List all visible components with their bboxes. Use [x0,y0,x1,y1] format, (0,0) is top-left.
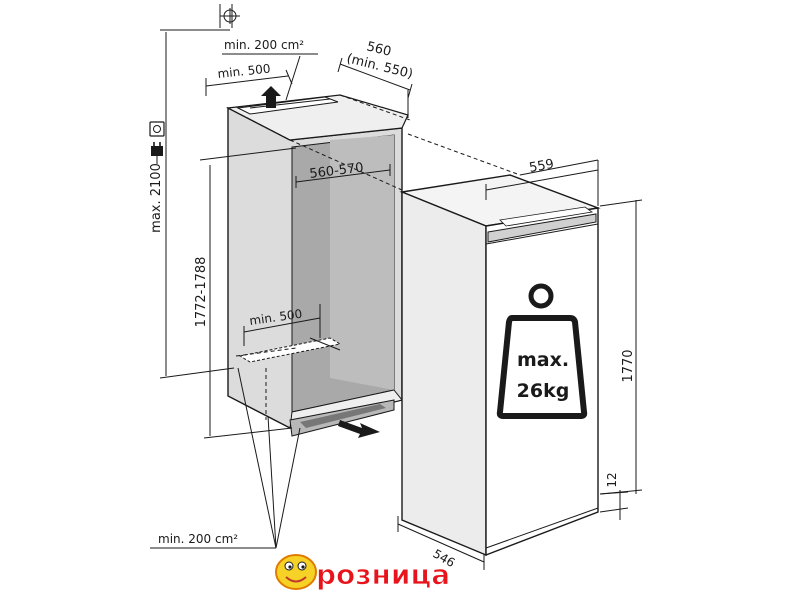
socket-icon [149,121,165,137]
niche-height-label: 1772-1788 [194,257,209,328]
arrow-up-icon [261,86,281,108]
weight-icon: max. 26kg [496,283,588,419]
dim-top-vent-depth: min. 500 [205,62,293,96]
plumb-icon [219,4,240,28]
bottom-vent-area-label: min. 200 cm² [158,532,238,546]
weight-value-label: 26kg [517,380,570,402]
dim-top-vent-area: min. 200 cm² [222,38,318,101]
max-height-label: max. 2100 [149,163,164,233]
plug-icon [151,142,163,164]
weight-max-label: max. [517,349,569,371]
appliance-width-label: 559 [528,157,555,176]
brand-logo: розница [275,554,451,592]
niche-depth-label: 560 [365,39,393,60]
plinth-gap-label: 12 [605,472,619,487]
niche-cabinet [225,86,409,438]
top-vent-depth-label: min. 500 [217,62,271,81]
appliance-height-label: 1770 [621,349,636,382]
top-vent-area-label: min. 200 cm² [224,38,304,52]
dim-niche-height: 1772-1788 [194,147,297,439]
brand-logo-text: розница [316,558,450,591]
niche-width-label: 560-570 [309,160,365,182]
dim-plinth-gap: 12 [599,472,629,520]
dim-max-height: max. 2100 [149,29,235,379]
arrow-in-icon [338,420,380,438]
dim-appliance-height: 1770 [599,199,643,495]
projection-lines [227,94,521,191]
dim-bottom-vent-area: min. 200 cm² [150,367,301,549]
dim-appliance-width: 559 [485,157,599,206]
dim-niche-width: 560-570 [295,160,391,188]
